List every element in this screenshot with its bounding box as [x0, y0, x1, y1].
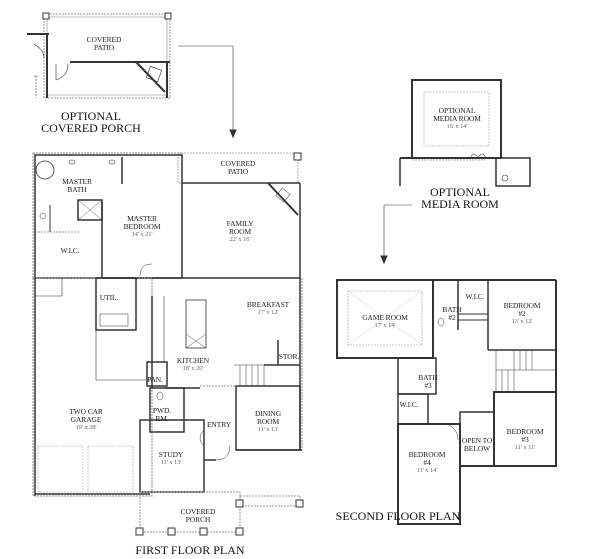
room-label-optional-covered-patio: COVERED PATIO: [86, 35, 122, 52]
room-label-game-room: GAME ROOM 17' x 14': [362, 313, 408, 330]
first-floor-plan: [32, 152, 304, 536]
title-optional-covered-porch: OPTIONAL COVERED PORCH: [41, 110, 141, 134]
title-first-floor-plan: FIRST FLOOR PLAN: [135, 543, 245, 557]
room-label-breakfast: BREAKFAST 17' x 12': [246, 300, 290, 317]
second-floor-plan: [336, 279, 557, 525]
room-label-bedroom-2: BEDROOM #2 13' x 12': [503, 301, 541, 326]
room-label-study: STUDY 11' x 13': [158, 450, 184, 467]
title-line: COVERED PORCH: [41, 121, 141, 135]
room-label-family-room: FAMILY ROOM 22' x 16': [226, 219, 254, 244]
room-label-wic: W.I.C.: [60, 246, 80, 255]
room-label-wic-4: W.I.C.: [399, 400, 419, 409]
title-optional-media-room: OPTIONAL MEDIA ROOM: [421, 186, 499, 210]
room-label-dining-room: DINING ROOM 11' x 13': [254, 409, 282, 434]
title-line: OPTIONAL: [61, 109, 121, 123]
room-label-entry: ENTRY: [206, 420, 232, 429]
room-label-open-to-below: OPEN TO BELOW: [461, 436, 493, 453]
room-label-util: UTIL.: [99, 293, 119, 302]
title-line: OPTIONAL: [429, 185, 490, 199]
room-label-stor: STOR.: [278, 352, 300, 361]
room-label-two-car-garage: TWO CAR GARAGE 19' x 28': [69, 407, 103, 432]
optional-covered-porch-plan: [27, 12, 237, 139]
room-label-kitchen: KITCHEN 18' x 20': [176, 356, 210, 373]
room-label-covered-patio: COVERED PATIO: [220, 159, 256, 176]
room-label-covered-porch: COVERED PORCH: [180, 507, 216, 524]
room-label-pwd-rm: PWD. RM.: [152, 406, 172, 423]
room-label-wic-2: W.I.C.: [465, 292, 485, 301]
room-label-bedroom-4: BEDROOM #4 11' x 14': [408, 450, 446, 475]
room-label-bedroom-3: BEDROOM #3 11' x 11': [506, 427, 544, 452]
room-label-bath-2: BATH #2: [442, 305, 462, 322]
title-line: MEDIA ROOM: [421, 197, 499, 211]
room-label-master-bedroom: MASTER BEDROOM 14' x 21': [123, 214, 161, 239]
title-second-floor-plan: SECOND FLOOR PLAN: [335, 509, 461, 523]
room-label-master-bath: MASTER BATH: [62, 177, 92, 194]
room-label-pan: PAN.: [147, 375, 163, 384]
room-label-optional-media-room: OPTIONAL MEDIA ROOM 16' x 14': [433, 106, 481, 131]
optional-media-room-plan: [380, 79, 531, 265]
room-label-bath-3: BATH #3: [418, 373, 438, 390]
